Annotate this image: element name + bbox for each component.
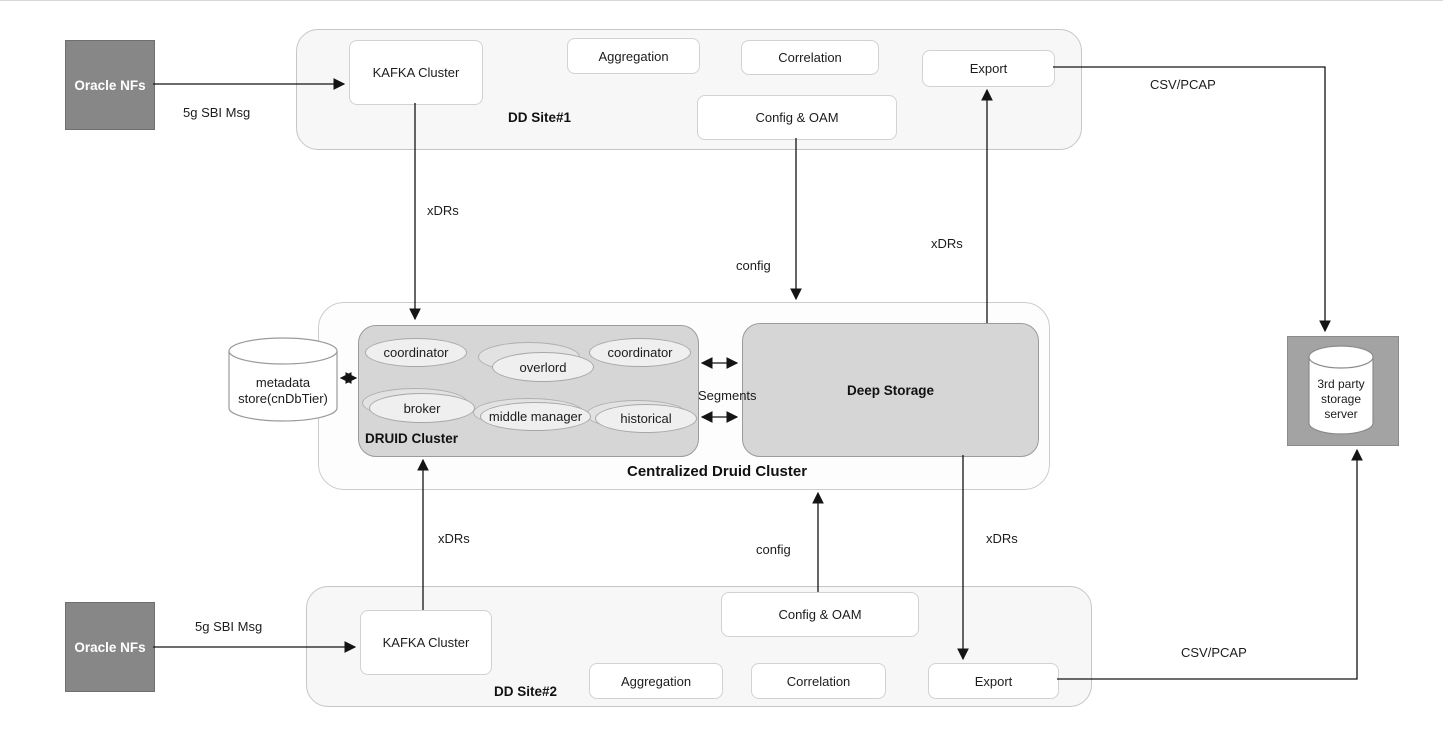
metadata-store-cylinder-icon: metadata store(cnDbTier) <box>228 337 338 423</box>
oracle-nfs-bottom-label: Oracle NFs <box>74 639 146 655</box>
site1-aggregation-box: Aggregation <box>567 38 700 74</box>
site2-kafka-label: KAFKA Cluster <box>382 635 470 650</box>
site1-export-box: Export <box>922 50 1055 87</box>
druid-node-overlord: overlord <box>492 352 594 382</box>
druid-node-middle-manager: middle manager <box>480 402 591 431</box>
site2-correlation-label: Correlation <box>786 673 851 689</box>
site1-kafka-label: KAFKA Cluster <box>372 65 460 80</box>
third-party-storage-label: 3rd party storage server <box>1308 377 1374 422</box>
site1-correlation-label: Correlation <box>778 50 842 65</box>
oracle-nfs-top-box: Oracle NFs <box>65 40 155 130</box>
site2-export-box: Export <box>928 663 1059 699</box>
druid-node-coordinator-2: coordinator <box>589 338 691 367</box>
third-party-line2: storage <box>1320 392 1362 406</box>
broker-label: broker <box>403 400 441 416</box>
deep-storage-label: Deep Storage <box>846 382 935 398</box>
site2-config-oam-label: Config & OAM <box>778 607 862 622</box>
metadata-store-label: metadata store(cnDbTier) <box>228 375 338 408</box>
site1-correlation-box: Correlation <box>741 40 879 75</box>
metadata-store-line1: metadata <box>255 375 311 390</box>
site1-kafka-cluster-box: KAFKA Cluster <box>349 40 483 105</box>
edge-label-csv-pcap-top: CSV/PCAP <box>1150 77 1216 92</box>
site2-export-label: Export <box>974 673 1013 689</box>
oracle-nfs-top-label: Oracle NFs <box>74 77 146 93</box>
third-party-line3: server <box>1324 407 1358 421</box>
druid-cluster-title: DRUID Cluster <box>365 431 459 446</box>
third-party-line1: 3rd party <box>1317 377 1365 391</box>
site1-export-label: Export <box>969 61 1008 76</box>
druid-node-historical: historical <box>595 404 697 433</box>
edge-label-xdrs-site1-export: xDRs <box>931 236 963 251</box>
deep-storage-box: Deep Storage <box>742 323 1039 457</box>
middle-manager-label: middle manager <box>488 409 583 424</box>
edge-label-csv-pcap-bottom: CSV/PCAP <box>1181 645 1247 660</box>
druid-node-broker: broker <box>369 393 475 423</box>
druid-node-coordinator-1: coordinator <box>365 338 467 367</box>
historical-label: historical <box>620 411 672 426</box>
coordinator-2-label: coordinator <box>607 345 673 360</box>
oracle-nfs-bottom-box: Oracle NFs <box>65 602 155 692</box>
arrow-csv-pcap-top <box>1053 66 1331 333</box>
edge-label-config-site1: config <box>736 258 771 273</box>
edge-label-config-site2: config <box>756 542 791 557</box>
edge-label-xdrs-site2-export: xDRs <box>986 531 1018 546</box>
coordinator-1-label: coordinator <box>383 345 449 360</box>
site1-config-oam-label: Config & OAM <box>755 110 839 125</box>
overlord-label: overlord <box>519 359 567 375</box>
edge-label-sbi-bottom: 5g SBI Msg <box>195 619 263 634</box>
site1-aggregation-label: Aggregation <box>598 48 669 64</box>
site2-aggregation-label: Aggregation <box>620 673 692 689</box>
site2-config-oam-box: Config & OAM <box>721 592 919 637</box>
edge-label-xdrs-site2-ingest: xDRs <box>438 531 470 546</box>
third-party-storage-cylinder-icon: 3rd party storage server <box>1308 345 1374 435</box>
edge-label-segments: Segments <box>698 388 757 403</box>
centralized-druid-cluster-title: Centralized Druid Cluster <box>627 463 808 480</box>
metadata-store-line2: store(cnDbTier) <box>238 391 328 407</box>
site2-kafka-cluster-box: KAFKA Cluster <box>360 610 492 675</box>
site2-aggregation-box: Aggregation <box>589 663 723 699</box>
site1-title: DD Site#1 <box>508 110 572 125</box>
edge-label-xdrs-site1-ingest: xDRs <box>427 203 459 218</box>
site1-config-oam-box: Config & OAM <box>697 95 897 140</box>
site2-title: DD Site#2 <box>494 684 558 699</box>
top-divider <box>0 0 1443 1</box>
edge-label-sbi-top: 5g SBI Msg <box>183 105 251 120</box>
site2-correlation-box: Correlation <box>751 663 886 699</box>
